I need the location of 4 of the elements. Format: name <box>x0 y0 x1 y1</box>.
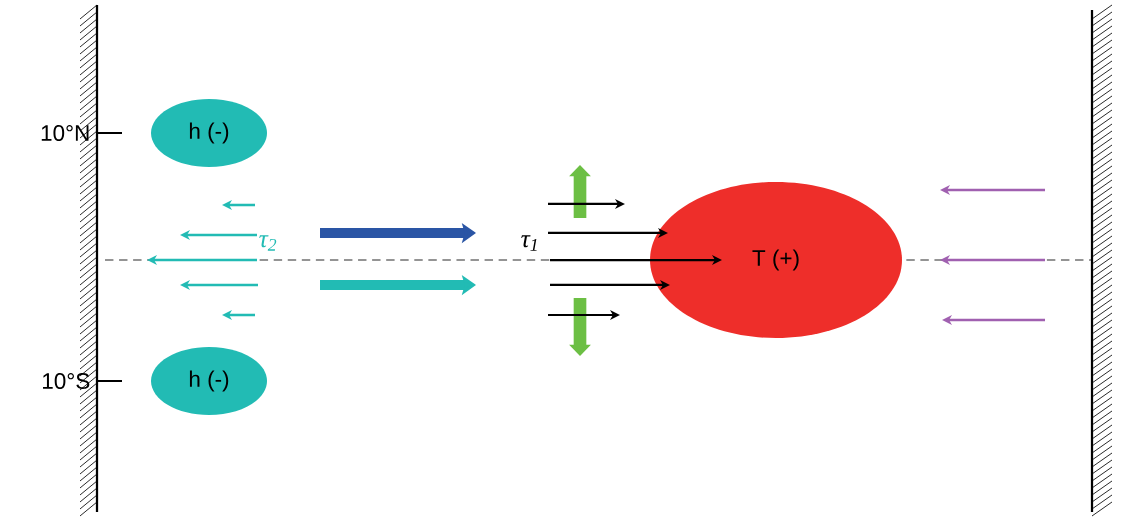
latitude-label: 10°S <box>43 373 90 389</box>
symbol-label: τ$_{1}$ <box>521 235 537 251</box>
latitude-label: 10°N <box>41 125 89 141</box>
symbol-label: τ$_{2}$ <box>259 235 277 251</box>
